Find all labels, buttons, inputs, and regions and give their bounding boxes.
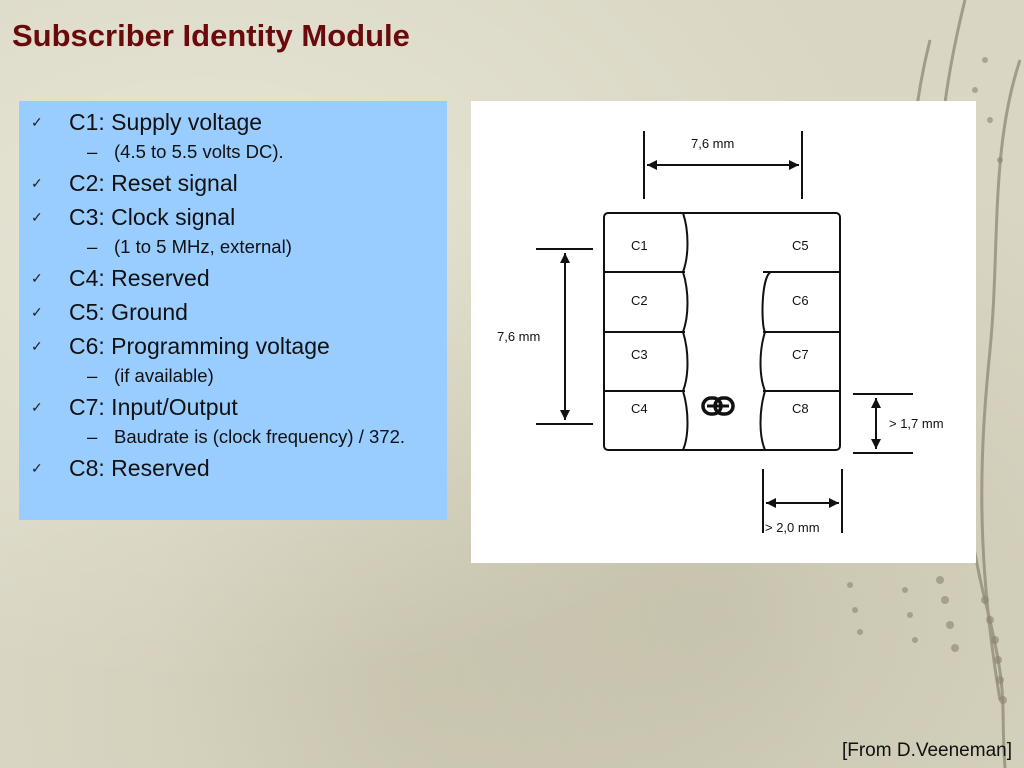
dash-icon: – (87, 365, 98, 386)
list-item-label: C8: Reserved (69, 455, 210, 481)
list-subitem: –(1 to 5 MHz, external) (31, 234, 431, 259)
check-icon: ✓ (31, 270, 43, 286)
list-item: ✓ C1: Supply voltage (31, 105, 431, 139)
list-subitem: –Baudrate is (clock frequency) / 372. (31, 424, 431, 449)
list-item-label: C3: Clock signal (69, 204, 236, 230)
check-icon: ✓ (31, 175, 43, 191)
pad-width-label: > 2,0 mm (765, 520, 820, 535)
check-icon: ✓ (31, 304, 43, 320)
contact-boundary-left (681, 212, 689, 451)
list-subitem-label: (if available) (114, 365, 214, 386)
list-item-label: C2: Reset signal (69, 170, 238, 196)
list-subitem-label: (1 to 5 MHz, external) (114, 236, 292, 257)
list-subitem-label: (4.5 to 5.5 volts DC). (114, 141, 284, 162)
list-subitem: –(if available) (31, 363, 431, 388)
check-icon: ✓ (31, 460, 43, 476)
list-item: ✓ C3: Clock signal (31, 200, 431, 234)
height-dimension-label: 7,6 mm (497, 329, 540, 344)
check-icon: ✓ (31, 114, 43, 130)
contact-c5: C5 (792, 238, 809, 253)
list-item: ✓ C6: Programming voltage (31, 329, 431, 363)
bullet-list: ✓C1: Supply voltage –(4.5 to 5.5 volts D… (19, 101, 447, 520)
list-item-label: C5: Ground (69, 299, 188, 325)
contact-c1: C1 (631, 238, 648, 253)
width-dimension-label: 7,6 mm (691, 136, 734, 151)
list-item-label: C4: Reserved (69, 265, 210, 291)
list-item-label: C1: Supply voltage (69, 109, 263, 135)
dash-icon: – (87, 426, 98, 447)
check-icon: ✓ (31, 399, 43, 415)
list-item: ✓ C7: Input/Output (31, 390, 431, 424)
list-item-label: C6: Programming voltage (69, 333, 330, 359)
list-item: ✓ C4: Reserved (31, 261, 431, 295)
list-item: ✓ C5: Ground (31, 295, 431, 329)
contact-c3: C3 (631, 347, 648, 362)
list-item: ✓ C2: Reset signal (31, 166, 431, 200)
contact-c4: C4 (631, 401, 648, 416)
list-subitem-label: Baudrate is (clock frequency) / 372. (114, 426, 406, 447)
dash-icon: – (87, 236, 98, 257)
dash-icon: – (87, 141, 98, 162)
source-credit: [From D.Veeneman] (841, 740, 1012, 761)
check-icon: ✓ (31, 338, 43, 354)
list-item: ✓ C8: Reserved (31, 451, 431, 485)
page-title: Subscriber Identity Module (12, 18, 410, 53)
chip-logo-icon (701, 396, 735, 416)
pad-height-label: > 1,7 mm (889, 416, 944, 431)
list-subitem: –(4.5 to 5.5 volts DC). (31, 139, 431, 164)
contact-boundary-right (759, 271, 772, 451)
contact-c6: C6 (792, 293, 809, 308)
contact-c2: C2 (631, 293, 648, 308)
contact-c8: C8 (792, 401, 809, 416)
check-icon: ✓ (31, 209, 43, 225)
list-item-label: C7: Input/Output (69, 394, 238, 420)
sim-contact-diagram: 7,6 mm 7,6 mm > 1,7 mm > 2,0 mm C1 C2 C3… (471, 101, 976, 563)
contact-c7: C7 (792, 347, 809, 362)
